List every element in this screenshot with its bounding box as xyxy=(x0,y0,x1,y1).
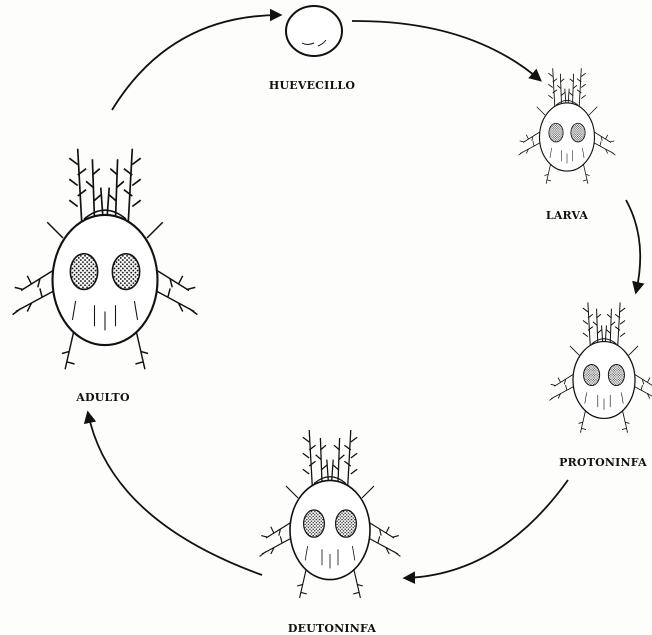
protoninfa-drawing xyxy=(549,303,652,433)
cycle-arrows xyxy=(88,15,640,578)
label-deutoninfa: DEUTONINFA xyxy=(288,622,376,635)
deutoninfa-drawing xyxy=(260,430,401,598)
adulto-drawing xyxy=(13,149,198,370)
arrow-huevecillo-to-larva xyxy=(352,21,540,80)
arrow-protoninfa-to-deutoninfa xyxy=(405,480,568,578)
arrow-deutoninfa-to-adulto xyxy=(88,413,262,575)
arrow-adulto-to-huevecillo xyxy=(112,15,280,110)
label-larva: LARVA xyxy=(546,209,588,222)
label-huevecillo: HUEVECILLO xyxy=(269,79,355,92)
larva-drawing xyxy=(519,68,616,184)
egg-drawing xyxy=(286,6,342,56)
label-protoninfa: PROTONINFA xyxy=(559,456,647,469)
label-adulto: ADULTO xyxy=(76,391,129,404)
arrow-larva-to-protoninfa xyxy=(626,200,640,292)
